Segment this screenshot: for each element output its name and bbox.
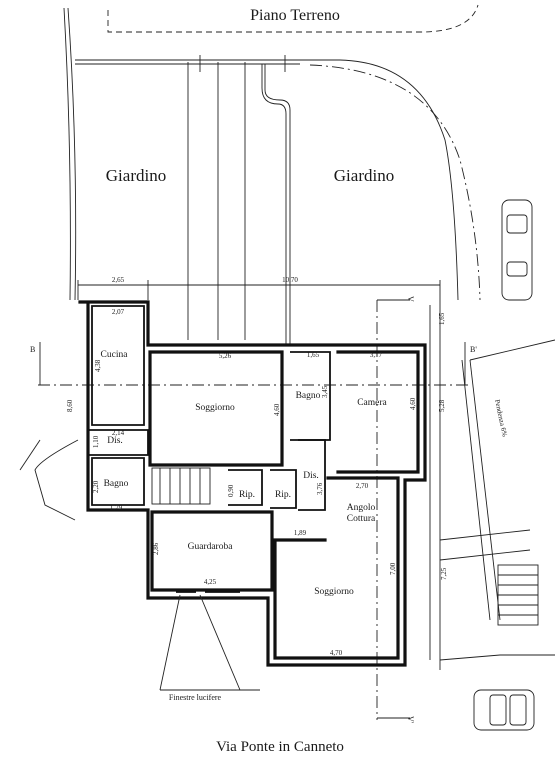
dim-438: 4,38	[94, 359, 102, 372]
room-soggiorno-right: Soggiorno	[314, 587, 354, 597]
section-v-top: V	[406, 296, 415, 302]
garden-right-label: Giardino	[334, 166, 394, 185]
plan-title: Piano Terreno	[250, 7, 340, 24]
dim-110: 1,10	[92, 435, 100, 448]
room-cottura: Cottura	[347, 514, 376, 524]
room-camera: Camera	[357, 398, 387, 408]
dim-470: 4,70	[330, 649, 343, 657]
car-bottom-right-icon	[473, 689, 535, 731]
dim-270: 2,70	[356, 482, 369, 490]
room-bagno-center: Bagno	[296, 391, 321, 401]
dim-425: 4,25	[204, 578, 217, 586]
dim-090: 0,90	[227, 484, 235, 497]
room-guardaroba: Guardaroba	[188, 542, 234, 552]
room-dis-right: Dis.	[303, 471, 319, 481]
garden-left-label: Giardino	[106, 166, 166, 185]
dim-460b: 4,60	[409, 397, 417, 410]
right-exterior: Pendenza 6%	[429, 300, 555, 670]
car-top-right-icon	[501, 199, 533, 301]
street-label: Via Ponte in Canneto	[216, 739, 344, 755]
callout-text: Finestre lucifere	[169, 693, 222, 702]
dim-189: 1,89	[294, 529, 307, 537]
dim-165v: 1,65	[438, 312, 446, 325]
dim-725: 7,25	[440, 567, 448, 580]
dim-526: 5,26	[219, 352, 232, 360]
dim-width-265: 2,65	[112, 276, 125, 284]
room-rip-right: Rip.	[275, 490, 291, 500]
dimension-labels: 2,07 5,26 1,65 3,17 2,14 1,79 4,25 1,89 …	[66, 308, 448, 657]
dim-700: 7,00	[389, 562, 397, 575]
dim-317: 3,17	[370, 351, 383, 359]
room-angolo: Angolo	[347, 503, 376, 513]
dim-214: 2,14	[112, 429, 125, 437]
slope-label: Pendenza 6%	[493, 399, 509, 438]
section-line-b: B B'	[30, 342, 477, 386]
dim-165: 1,65	[307, 351, 320, 359]
property-boundaries	[19, 4, 555, 621]
callout-finestre: Finestre lucifere	[159, 594, 260, 702]
room-soggiorno-main: Soggiorno	[195, 403, 235, 413]
room-rip-left: Rip.	[239, 490, 255, 500]
room-dis-left: Dis.	[107, 436, 123, 446]
section-v-bottom: V'	[406, 716, 415, 724]
dim-528: 5,28	[438, 399, 446, 412]
dim-860: 8,60	[66, 399, 74, 412]
dim-376: 3,76	[316, 482, 324, 495]
section-line-v: V V'	[376, 296, 415, 724]
dim-345: 3,45	[321, 385, 329, 398]
section-b-left: B	[30, 345, 35, 354]
dim-460a: 4,60	[273, 403, 281, 416]
dim-286: 2,86	[152, 542, 160, 555]
dim-207: 2,07	[112, 308, 125, 316]
room-cucina: Cucina	[101, 350, 129, 360]
dim-179: 1,79	[110, 504, 123, 512]
room-bagno-left: Bagno	[104, 479, 129, 489]
overall-dimension: 10,70 2,65	[77, 276, 441, 300]
building-walls	[78, 300, 427, 667]
room-labels: Cucina Soggiorno Bagno Camera Dis. Bagno…	[101, 350, 388, 597]
dim-total-width: 10,70	[282, 276, 298, 284]
section-b-right: B'	[470, 345, 477, 354]
dim-220: 2,20	[92, 480, 100, 493]
